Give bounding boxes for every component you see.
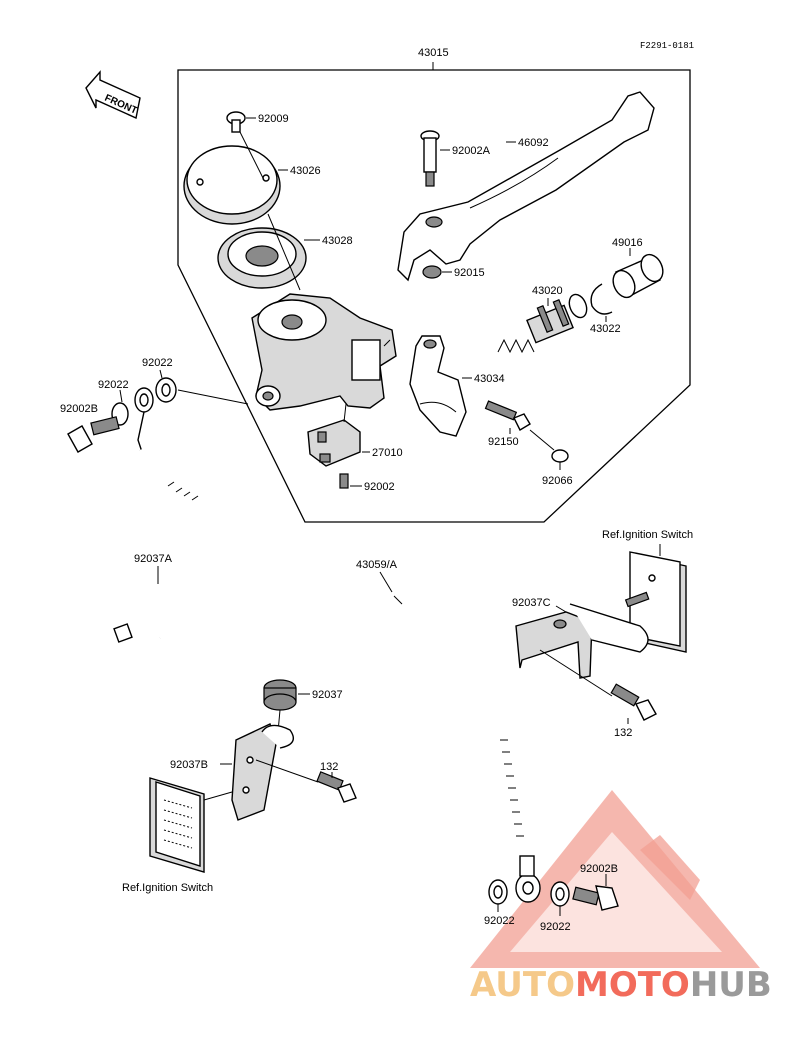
label-43059A: 43059/A — [356, 559, 398, 571]
watermark-text: AUTOMOTOHUB — [470, 965, 772, 1005]
clamp-bolt-part — [484, 400, 531, 434]
label-43022: 43022 — [590, 323, 621, 335]
label-92022-mid: 92022 — [98, 379, 129, 391]
rubber-damper-part — [263, 679, 310, 733]
watermark-hub: HUB — [690, 965, 772, 1005]
bolt-c-part — [539, 649, 657, 724]
label-92022-top: 92022 — [142, 357, 173, 369]
reservoir-cap-part — [183, 145, 288, 225]
brake-lever-part — [397, 91, 655, 282]
label-43015: 43015 — [418, 47, 449, 59]
front-arrow-icon: FRONT — [85, 70, 141, 119]
cap-screw-part — [226, 111, 256, 133]
dust-boot-part — [612, 248, 664, 299]
label-132-c: 132 — [614, 727, 632, 739]
brake-hose-part — [137, 449, 541, 903]
ignition-switch-ref-bottom — [149, 777, 233, 873]
label-43034: 43034 — [474, 373, 505, 385]
label-92009: 92009 — [258, 113, 289, 125]
label-43026: 43026 — [290, 165, 321, 177]
banjo-top-part — [67, 369, 249, 453]
label-92150: 92150 — [488, 436, 519, 448]
watermark-logo — [470, 790, 760, 968]
label-92037: 92037 — [312, 689, 343, 701]
watermark-auto: AUTO — [470, 965, 575, 1005]
assembly-frame — [177, 69, 691, 523]
label-46092: 46092 — [518, 137, 549, 149]
hose-band-part — [112, 566, 217, 643]
banjo-bottom-part — [488, 874, 619, 916]
label-49016: 49016 — [612, 237, 643, 249]
label-132-b: 132 — [320, 761, 338, 773]
label-ref-ignition-bottom: Ref.Ignition Switch — [122, 882, 213, 894]
bracket-b-part — [220, 723, 294, 821]
label-92037C: 92037C — [512, 597, 551, 609]
bracket-c-part — [515, 591, 650, 679]
pivot-bolt-part — [420, 130, 450, 187]
ignition-switch-ref-top — [629, 544, 687, 653]
label-92037A: 92037A — [134, 553, 173, 565]
drawing-code: F2291-0181 — [640, 41, 694, 51]
label-92002A: 92002A — [452, 145, 491, 157]
label-92002B-top: 92002B — [60, 403, 98, 415]
diaphragm-part — [217, 227, 320, 289]
label-92037B: 92037B — [170, 759, 208, 771]
label-92066: 92066 — [542, 475, 573, 487]
lever-nut-part — [422, 265, 452, 279]
brake-switch-part — [307, 403, 370, 467]
watermark-moto: MOTO — [575, 965, 690, 1005]
switch-screw-part — [339, 473, 362, 489]
label-ref-ignition-top: Ref.Ignition Switch — [602, 529, 693, 541]
circlip-part — [590, 283, 613, 322]
piston-assembly-part — [497, 293, 588, 354]
label-92022-bottom-right: 92022 — [540, 921, 571, 933]
cap-plug-part — [529, 429, 569, 470]
label-43028: 43028 — [322, 235, 353, 247]
label-27010: 27010 — [372, 447, 403, 459]
label-92002: 92002 — [364, 481, 395, 493]
label-92022-bottom-left: 92022 — [484, 915, 515, 927]
holder-part — [409, 335, 472, 437]
master-cylinder-body-part — [251, 293, 397, 411]
bolt-b-part — [255, 759, 357, 803]
label-92002B-bottom: 92002B — [580, 863, 618, 875]
label-92015: 92015 — [454, 267, 485, 279]
label-43020: 43020 — [532, 285, 563, 297]
